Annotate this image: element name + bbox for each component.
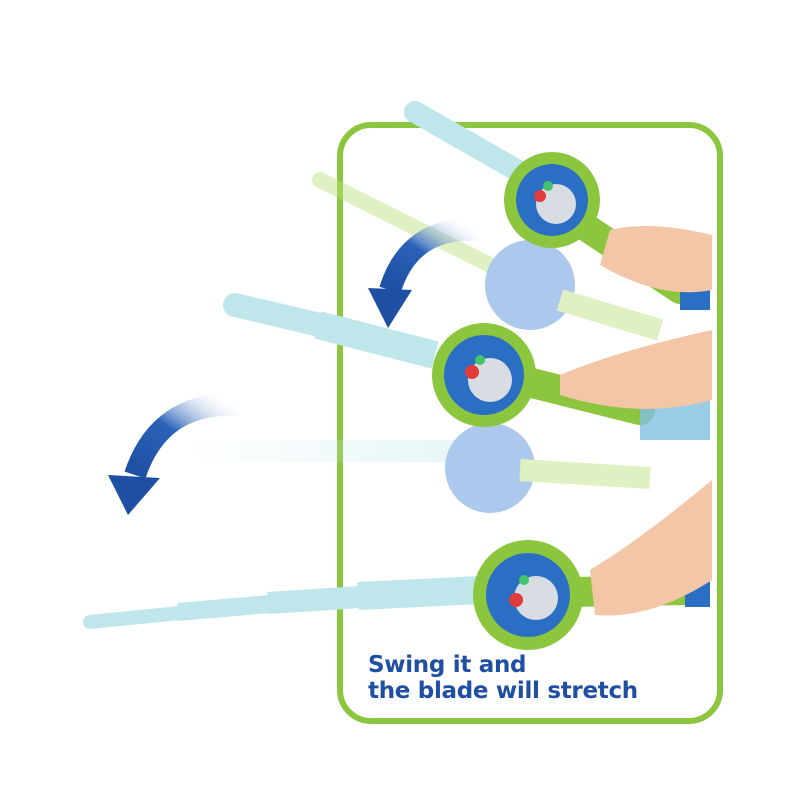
swing-arrow-icon-upper xyxy=(368,218,481,328)
hands xyxy=(560,226,712,616)
motion-ghost-1 xyxy=(312,172,664,341)
motion-ghost-2 xyxy=(180,423,651,513)
caption-line-2: the blade will stretch xyxy=(368,678,638,704)
swing-arrow-icon-lower xyxy=(108,393,241,515)
caption-line-1: Swing it and xyxy=(368,652,527,678)
green-frame xyxy=(337,122,723,724)
